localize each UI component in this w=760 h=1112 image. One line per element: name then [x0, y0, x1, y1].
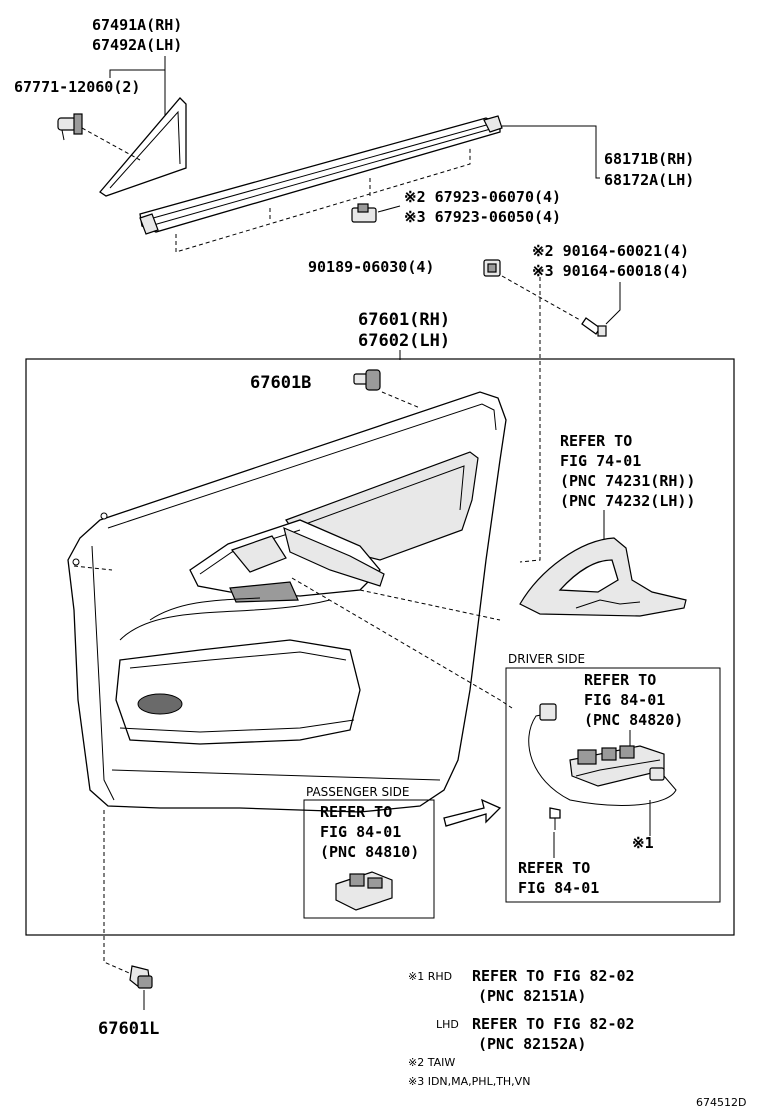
note2: ※2 TAIW — [408, 1056, 455, 1069]
figure-id: 674512D — [696, 1096, 746, 1109]
armrest-upper-piece — [519, 537, 687, 617]
passenger-side-box — [303, 799, 435, 919]
clip-weatherstrip-icon — [351, 203, 377, 223]
driver-window-switch — [569, 745, 665, 787]
driver-screw-icon — [549, 807, 561, 830]
clip-l-icon — [129, 965, 153, 989]
leader-clip-ws — [377, 205, 401, 213]
dash-clip-l — [103, 810, 137, 977]
label-screw-2: ※2 90164-60021(4) — [532, 242, 689, 260]
passenger-side-label: PASSENGER SIDE — [306, 785, 409, 799]
label-molding-rh: 67491A(RH) — [92, 16, 182, 34]
molding-inner-line — [109, 110, 181, 189]
driver-ref-line1: REFER TO — [584, 671, 656, 689]
driver-side-box — [505, 667, 721, 903]
driver-ref-line3: (PNC 84820) — [584, 711, 683, 729]
leader-weatherstrip — [502, 125, 600, 179]
note1-pnc: (PNC 82151A) — [478, 987, 586, 1005]
label-clip-molding: 67771-12060(2) — [14, 78, 140, 96]
dash-clip-molding — [81, 127, 141, 161]
note1-text: REFER TO FIG 82-02 — [472, 967, 635, 985]
label-panel-rh: 67601(RH) — [358, 310, 450, 330]
passenger-ref-line1: REFER TO — [320, 803, 392, 821]
label-clip-b: 67601B — [250, 373, 311, 393]
screw-icon — [581, 317, 607, 337]
note1b-pnc: (PNC 82152A) — [478, 1035, 586, 1053]
refer-armrest-line3: (PNC 74231(RH)) — [560, 472, 695, 490]
door-trim-panel — [67, 391, 507, 813]
note1b-mark: LHD — [436, 1018, 459, 1031]
door-weatherstrip — [139, 115, 503, 235]
refer-armrest-line2: FIG 74-01 — [560, 452, 641, 470]
label-clip-l: 67601L — [98, 1019, 159, 1039]
dash-panel-clip — [73, 565, 113, 571]
driver-side-label: DRIVER SIDE — [508, 652, 585, 666]
passenger-window-switch — [335, 871, 393, 911]
driver-wire-harness — [528, 703, 677, 806]
dash-clip-b — [381, 391, 421, 409]
clip-molding-icon — [57, 113, 83, 141]
label-clip-ws-2: ※2 67923-06070(4) — [404, 188, 561, 206]
label-screw-3: ※3 90164-60018(4) — [532, 262, 689, 280]
driver-ref2-line2: FIG 84-01 — [518, 879, 599, 897]
driver-ref-line2: FIG 84-01 — [584, 691, 665, 709]
refer-armrest-line4: (PNC 74232(LH)) — [560, 492, 695, 510]
passenger-ref-line2: FIG 84-01 — [320, 823, 401, 841]
passenger-ref-line3: (PNC 84810) — [320, 843, 419, 861]
molding-piece — [99, 97, 187, 197]
driver-note-mark: ※1 — [632, 834, 654, 852]
label-weatherstrip-lh: 68172A(LH) — [604, 171, 694, 189]
dash-handle — [359, 589, 501, 621]
dash-screw — [501, 275, 581, 321]
label-weatherstrip-rh: 68171B(RH) — [604, 150, 694, 168]
note1-mark: ※1 RHD — [408, 970, 452, 983]
dash-nut-down — [519, 270, 541, 563]
label-clip-ws-3: ※3 67923-06050(4) — [404, 208, 561, 226]
label-panel-lh: 67602(LH) — [358, 331, 450, 351]
driver-ref2-line1: REFER TO — [518, 859, 590, 877]
door-panel-frame — [25, 358, 735, 936]
refer-armrest-line1: REFER TO — [560, 432, 632, 450]
arrow-to-driver — [443, 798, 502, 827]
leader-screw — [605, 282, 621, 325]
clip-b-icon — [353, 369, 381, 391]
nut-icon — [483, 259, 501, 277]
label-molding-lh: 67492A(LH) — [92, 36, 182, 54]
label-nut: 90189-06030(4) — [308, 258, 434, 276]
note1b-text: REFER TO FIG 82-02 — [472, 1015, 635, 1033]
dash-ws-1 — [175, 148, 471, 253]
dash-switch — [291, 577, 513, 709]
note3: ※3 IDN,MA,PHL,TH,VN — [408, 1075, 530, 1088]
